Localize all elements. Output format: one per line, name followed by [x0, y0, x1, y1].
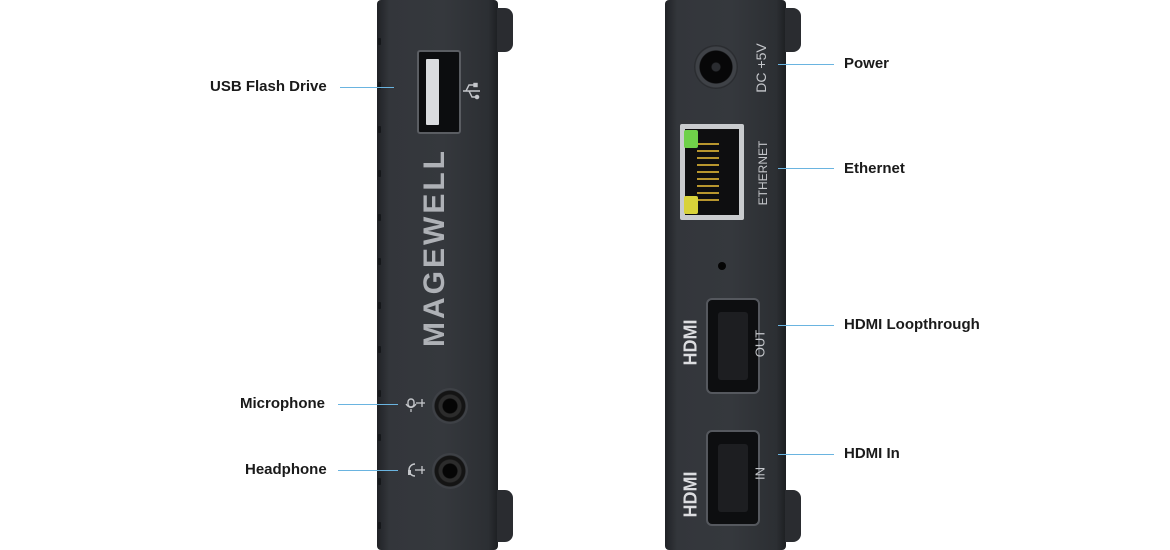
device-right-foot-bottom	[785, 490, 801, 542]
hdmi-in-port	[706, 430, 760, 526]
device-right-foot-top	[785, 8, 801, 52]
hdmi-in-logo: HDMI	[680, 471, 701, 518]
leader-line	[338, 470, 398, 471]
callout-hdmi-in: HDMI In	[844, 445, 900, 462]
vent	[378, 302, 381, 309]
vent	[378, 346, 381, 353]
callout-power: Power	[844, 55, 890, 72]
hdmi-in-label: IN	[752, 467, 768, 480]
ethernet-led-yellow	[684, 196, 698, 214]
dc-power-jack	[694, 45, 738, 89]
ethernet-led-green	[684, 130, 698, 148]
vent	[378, 522, 381, 529]
vent	[378, 214, 381, 221]
vent	[378, 38, 381, 45]
microphone-icon	[405, 398, 425, 412]
vent	[378, 390, 381, 397]
brand-logo: MAGEWELL	[418, 148, 451, 347]
ethernet-port	[680, 124, 744, 220]
hdmi-out-port	[706, 298, 760, 394]
leader-line	[778, 325, 834, 326]
vent	[378, 126, 381, 133]
vent	[378, 434, 381, 441]
usb-trident-icon	[463, 82, 480, 100]
microphone-jack	[432, 388, 468, 424]
leader-line	[340, 87, 394, 88]
leader-line	[778, 64, 834, 65]
hdmi-out-label: OUT	[752, 329, 768, 358]
vent	[378, 82, 381, 89]
usb-a-port	[417, 50, 461, 134]
headphone-jack	[432, 453, 468, 489]
dc-label: DC +5V	[753, 43, 769, 93]
callout-headphone: Headphone	[245, 461, 327, 478]
hdmi-out-logo: HDMI	[680, 319, 701, 366]
status-indicator-dot	[718, 262, 726, 270]
vent	[378, 170, 381, 177]
vent	[378, 258, 381, 265]
ethernet-label: ETHERNET	[756, 140, 770, 206]
headphone-icon	[408, 463, 425, 477]
callout-hdmi-loopthrough: HDMI Loopthrough	[844, 316, 980, 333]
leader-line	[338, 404, 398, 405]
vent	[378, 478, 381, 485]
leader-line	[778, 168, 834, 169]
device-left-foot-top	[497, 8, 513, 52]
callout-microphone: Microphone	[240, 395, 325, 412]
device-left-foot-bottom	[497, 490, 513, 542]
callout-ethernet: Ethernet	[844, 160, 905, 177]
callout-usb-flash-drive: USB Flash Drive	[210, 78, 327, 95]
leader-line	[778, 454, 834, 455]
